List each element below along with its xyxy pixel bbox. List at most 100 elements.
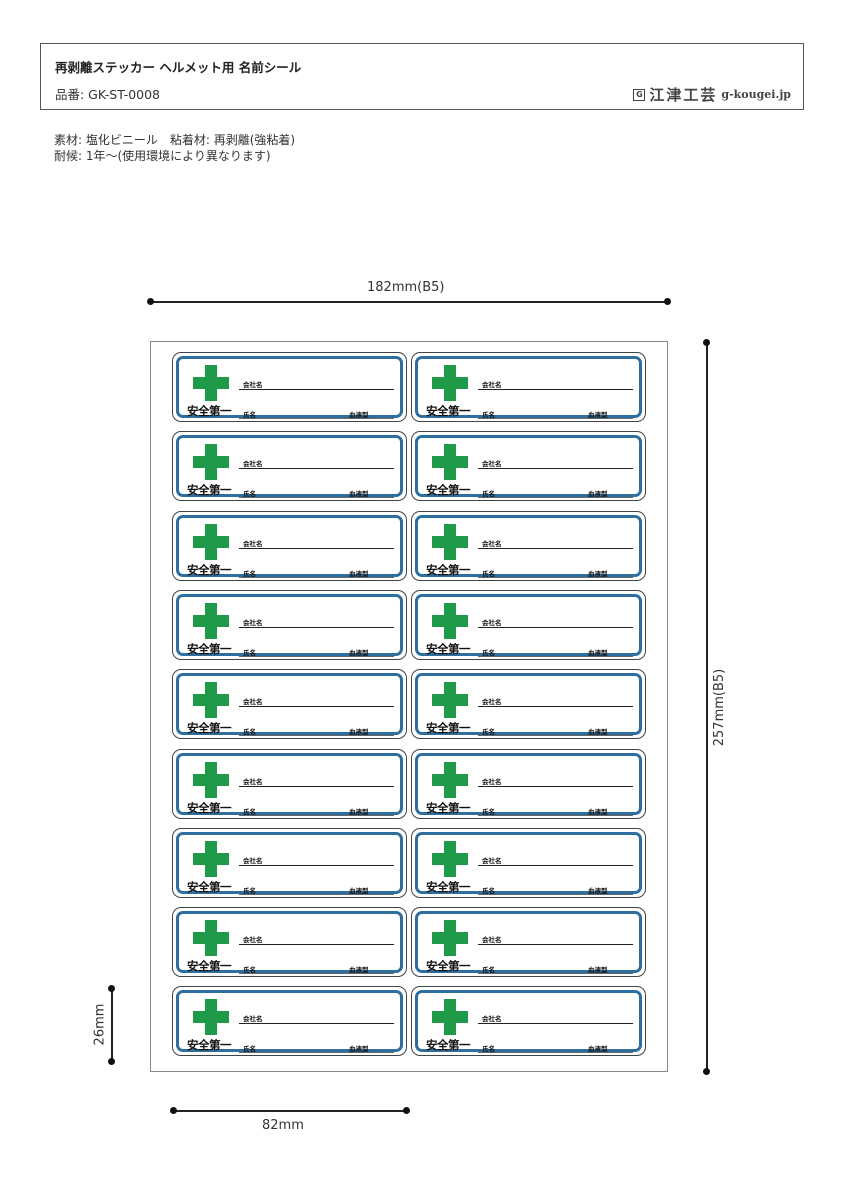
company-name-line <box>239 864 394 866</box>
safety-first-text: 安全第一 <box>426 404 471 418</box>
company-name-line <box>239 1023 394 1025</box>
safety-first-text: 安全第一 <box>187 800 232 815</box>
company-name-label: 会社名 <box>482 381 502 389</box>
person-name-label: 氏名 <box>243 569 256 578</box>
green-cross-icon <box>432 523 468 560</box>
sticker-frame: 安全第一 会社名 氏名 血液型 <box>415 435 642 499</box>
sticker-frame: 安全第一 会社名 氏名 血液型 <box>176 911 403 975</box>
green-cross-icon <box>432 444 468 481</box>
person-name-line <box>478 973 633 975</box>
person-name-label: 氏名 <box>482 886 495 895</box>
blood-type-label: 血液型 <box>588 886 608 895</box>
green-cross-icon <box>432 840 468 877</box>
person-name-label: 氏名 <box>243 886 256 895</box>
blood-type-label: 血液型 <box>349 966 369 975</box>
safety-first-text: 安全第一 <box>187 404 232 418</box>
sticker-frame: 安全第一 会社名 氏名 血液型 <box>415 752 642 816</box>
company-name-line <box>478 547 633 549</box>
sticker-width-label: 82mm <box>262 1118 304 1133</box>
company-name-line <box>478 468 633 470</box>
person-name-line <box>239 1052 394 1054</box>
sticker: 安全第一 会社名 氏名 血液型 <box>411 589 646 660</box>
safety-first-text: 安全第一 <box>426 721 471 736</box>
dimension-endpoint <box>703 1068 710 1075</box>
dimension-line <box>174 1110 407 1112</box>
company-name-line <box>478 785 633 787</box>
person-name-line <box>239 418 394 419</box>
blood-type-label: 血液型 <box>588 807 608 816</box>
safety-first-text: 安全第一 <box>426 641 471 656</box>
company-name-line <box>478 389 633 390</box>
company-name-line <box>239 626 394 628</box>
company-name-line <box>239 944 394 946</box>
person-name-line <box>478 576 633 578</box>
green-cross-icon <box>193 444 229 481</box>
sticker-frame: 安全第一 会社名 氏名 血液型 <box>415 514 642 578</box>
header-box: 再剥離ステッカー ヘルメット用 名前シール 品番: GK-ST-0008 G 江… <box>40 43 804 110</box>
sticker-frame: 安全第一 会社名 氏名 血液型 <box>415 911 642 975</box>
company-name-line <box>478 706 633 708</box>
company-name-label: 会社名 <box>482 618 502 627</box>
sheet-height-label: 257mm(B5) <box>712 668 728 747</box>
blood-type-label: 血液型 <box>349 807 369 816</box>
green-cross-icon <box>193 602 229 639</box>
brand-url: g-kougei.jp <box>721 88 791 101</box>
blood-type-label: 血液型 <box>349 411 369 419</box>
sticker-frame: 安全第一 会社名 氏名 血液型 <box>176 514 403 578</box>
person-name-line <box>239 814 394 816</box>
safety-first-text: 安全第一 <box>426 483 471 498</box>
sticker: 安全第一 会社名 氏名 血液型 <box>411 510 646 581</box>
company-name-line <box>239 706 394 708</box>
green-cross-icon <box>193 999 229 1036</box>
product-code: 品番: GK-ST-0008 <box>55 87 161 102</box>
person-name-label: 氏名 <box>243 807 256 816</box>
brand: G 江津工芸 g-kougei.jp <box>633 84 791 105</box>
sticker: 安全第一 会社名 氏名 血液型 <box>411 669 646 740</box>
green-cross-icon <box>432 602 468 639</box>
dimension-endpoint <box>170 1107 177 1114</box>
sticker-frame: 安全第一 会社名 氏名 血液型 <box>176 990 403 1054</box>
dimension-endpoint <box>147 298 154 305</box>
spec-durability: 耐候: 1年〜(使用環境により異なります) <box>54 149 271 163</box>
safety-first-text: 安全第一 <box>426 562 471 577</box>
company-name-line <box>239 547 394 549</box>
person-name-line <box>478 735 633 737</box>
company-name-line <box>239 389 394 390</box>
sticker: 安全第一 会社名 氏名 血液型 <box>172 510 407 581</box>
blood-type-label: 血液型 <box>588 411 608 419</box>
person-name-line <box>478 814 633 816</box>
green-cross-icon <box>193 682 229 719</box>
green-cross-icon <box>432 365 468 401</box>
sticker-frame: 安全第一 会社名 氏名 血液型 <box>176 831 403 895</box>
green-cross-icon <box>432 761 468 798</box>
dimension-line <box>150 301 668 303</box>
sticker-frame: 安全第一 会社名 氏名 血液型 <box>176 673 403 737</box>
blood-type-label: 血液型 <box>349 648 369 657</box>
company-name-label: 会社名 <box>482 1015 502 1024</box>
dimension-endpoint <box>403 1107 410 1114</box>
sticker: 安全第一 会社名 氏名 血液型 <box>172 907 407 978</box>
company-name-line <box>239 468 394 470</box>
person-name-line <box>478 893 633 895</box>
sticker: 安全第一 会社名 氏名 血液型 <box>411 352 646 422</box>
sticker-frame: 安全第一 会社名 氏名 血液型 <box>176 752 403 816</box>
green-cross-icon <box>193 761 229 798</box>
sticker-frame: 安全第一 会社名 氏名 血液型 <box>176 435 403 499</box>
sticker-frame: 安全第一 会社名 氏名 血液型 <box>415 990 642 1054</box>
brand-logo-icon: G <box>633 88 646 101</box>
sticker: 安全第一 会社名 氏名 血液型 <box>411 748 646 819</box>
blood-type-label: 血液型 <box>588 569 608 578</box>
sticker: 安全第一 会社名 氏名 血液型 <box>411 827 646 898</box>
person-name-label: 氏名 <box>482 807 495 816</box>
blood-type-label: 血液型 <box>588 1045 608 1054</box>
safety-first-text: 安全第一 <box>426 1038 471 1053</box>
company-name-label: 会社名 <box>482 856 502 865</box>
safety-first-text: 安全第一 <box>187 562 232 577</box>
company-name-line <box>478 944 633 946</box>
person-name-line <box>478 497 633 499</box>
sticker-frame: 安全第一 会社名 氏名 血液型 <box>415 593 642 657</box>
sticker: 安全第一 会社名 氏名 血液型 <box>411 986 646 1057</box>
sticker-height-label: 26mm <box>92 1003 108 1046</box>
person-name-label: 氏名 <box>243 728 256 737</box>
blood-type-label: 血液型 <box>349 728 369 737</box>
